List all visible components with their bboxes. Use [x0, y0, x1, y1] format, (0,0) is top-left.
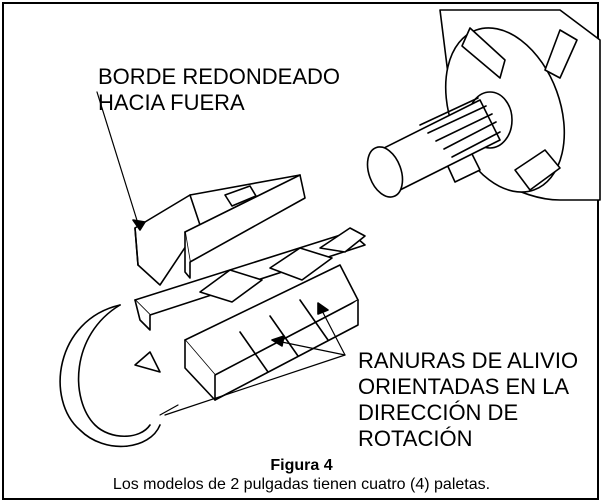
vane-slotted-middle [134, 227, 366, 331]
vane-grooved [184, 264, 359, 401]
figure-caption: Los modelos de 2 pulgadas tienen cuatro … [112, 476, 491, 493]
leader-arrowhead-3 [317, 302, 329, 315]
vane-front [184, 174, 306, 279]
leader-arrowhead-2 [271, 335, 285, 347]
rotation-arrow [59, 304, 161, 448]
figure-title: Figura 4 [270, 457, 333, 474]
rotor [439, 9, 601, 201]
rotor-shaft [366, 97, 501, 198]
leader-arrowhead [132, 219, 146, 231]
callout-relief-grooves: RANURAS DE ALIVIO ORIENTADAS EN LA DIREC… [358, 348, 579, 451]
callout-rounded-edge: BORDE REDONDEADO HACIA FUERA [98, 64, 341, 115]
